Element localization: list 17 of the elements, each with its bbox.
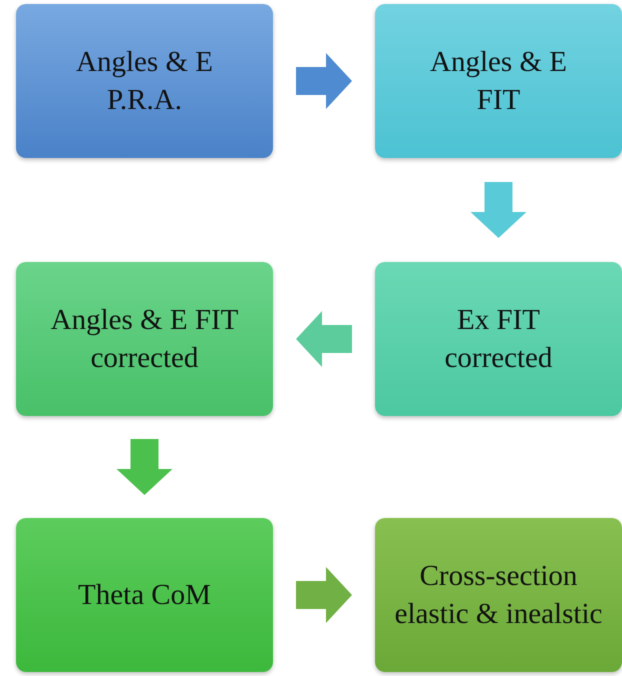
block-arrow — [296, 53, 352, 109]
process-box — [375, 518, 622, 672]
process-box — [16, 262, 273, 416]
box-label: Theta CoM — [78, 578, 211, 613]
block-arrow — [116, 439, 172, 495]
box-label: Angles & E P.R.A. — [75, 44, 214, 118]
box-label: Angles & E FIT — [429, 44, 568, 118]
process-box — [375, 262, 622, 416]
box-label: Ex FIT corrected — [444, 302, 554, 376]
box-label: Cross-section elastic & inealstic — [394, 558, 604, 632]
process-box — [16, 518, 273, 672]
block-arrow — [470, 182, 526, 238]
box-label: Angles & E FIT corrected — [50, 302, 240, 376]
process-box — [375, 4, 622, 158]
block-arrow — [296, 567, 352, 623]
block-arrow — [296, 311, 352, 367]
process-box — [16, 4, 273, 158]
